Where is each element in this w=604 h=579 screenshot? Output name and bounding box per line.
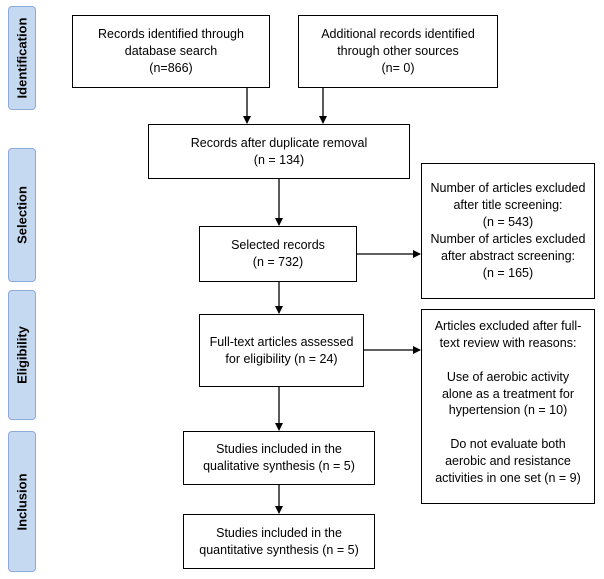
box-excluded-title-abstract: Number of articles excluded after title … — [421, 163, 595, 299]
box-database-search: Records identified through database sear… — [72, 15, 270, 88]
box-qualitative-synthesis: Studies included in the qualitative synt… — [183, 431, 375, 485]
box-fulltext-excluded: Articles excluded after full- text revie… — [421, 309, 595, 504]
box-other-sources: Additional records identified through ot… — [298, 15, 498, 88]
box-fulltext-excluded-text: Articles excluded after full- text revie… — [434, 319, 582, 485]
box-quantitative-synthesis-text: Studies included in the quantitative syn… — [199, 525, 359, 557]
box-qualitative-synthesis-text: Studies included in the qualitative synt… — [203, 442, 355, 473]
box-fulltext-assessed: Full-text articles assessed for eligibil… — [199, 314, 364, 387]
box-quantitative-synthesis: Studies included in the quantitative syn… — [183, 514, 375, 569]
phase-identification: Identification — [8, 6, 36, 110]
phase-eligibility: Eligibility — [8, 290, 36, 420]
phase-inclusion: Inclusion — [8, 431, 36, 572]
box-selected-records: Selected records (n = 732) — [199, 226, 357, 282]
box-excluded-title-abstract-text: Number of articles excluded after title … — [430, 181, 586, 280]
box-database-search-text: Records identified through database sear… — [98, 27, 244, 75]
box-other-sources-text: Additional records identified through ot… — [321, 27, 475, 75]
box-selected-records-text: Selected records (n = 732) — [231, 238, 325, 269]
phase-selection: Selection — [8, 148, 36, 282]
box-fulltext-assessed-text: Full-text articles assessed for eligibil… — [209, 334, 354, 366]
box-duplicate-removal: Records after duplicate removal (n = 134… — [148, 124, 410, 179]
box-duplicate-removal-text: Records after duplicate removal (n = 134… — [190, 135, 368, 167]
